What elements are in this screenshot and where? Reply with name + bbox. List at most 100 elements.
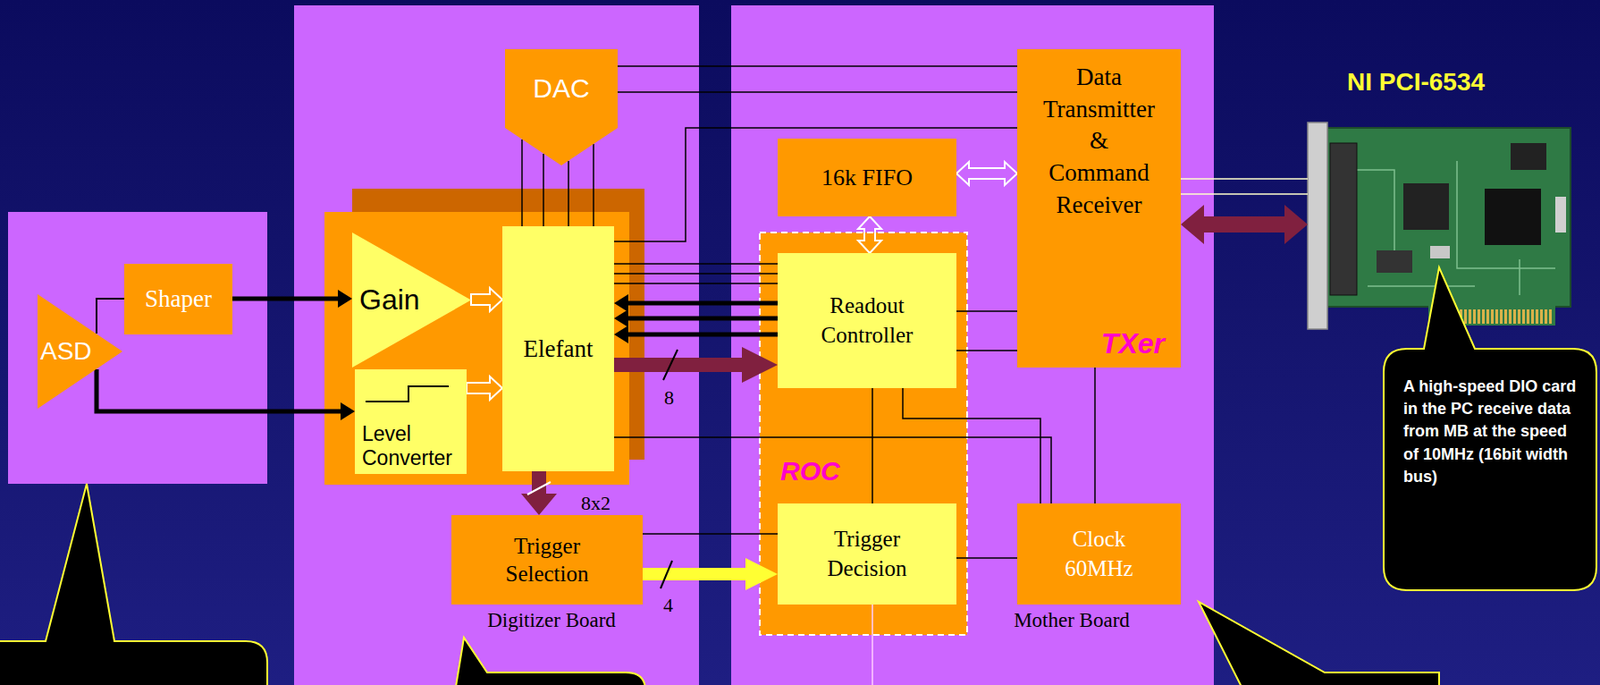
process-box: 16k FIFO [777,138,957,217]
connector [617,92,1018,93]
hollow-arrow [466,376,503,400]
node-label: Level Converter [362,421,462,470]
connector [614,283,778,285]
amplifier-triangle [37,294,123,409]
wire [617,65,1018,68]
bus-width-label: 4 [663,593,674,617]
process-box: Readout Controller [777,252,957,388]
gain-triangle [352,232,472,368]
card-connector [1330,143,1357,295]
callout-bubble: A high-speed DIO card in the PC receive … [1383,348,1597,590]
signal-arrow [96,369,342,412]
component [1555,196,1567,233]
wire [567,160,570,227]
connector [956,311,1018,312]
pcb [1327,127,1571,307]
wire [1094,367,1096,504]
hollow-arrow [858,216,882,253]
process-box: Level Converter [354,369,467,474]
group-region [759,232,968,635]
node-label: Shaper [144,285,212,313]
bus-width-label: 8x2 [581,491,611,515]
chip [1484,188,1542,245]
signal-arrow [627,316,778,321]
connector [96,369,355,421]
node-label: Trigger Selection [475,531,619,589]
board-panel [731,5,1214,685]
process-box: Data Transmitter & Command ReceiverTXer [1017,49,1181,368]
node-label: Digitizer Board [487,608,616,632]
connector [568,160,570,227]
wire [1180,177,1308,180]
process-box: Shaper [124,263,233,335]
wire [614,437,1052,504]
connector [956,350,1018,352]
wire [614,127,1018,242]
connector [617,66,1018,68]
group-region: ROCReadout ControllerTrigger Decision [759,232,968,635]
bus-width-label: 8 [664,386,674,410]
node-label: Readout Controller [795,291,939,350]
wire [871,387,874,504]
connector [956,557,1018,559]
bus-arrow [614,346,778,383]
process-box: Trigger Selection [451,514,643,605]
connector [858,216,882,253]
node-label: NI PCI-6534 [1347,67,1485,97]
connector [593,143,595,227]
node-label: ROC [780,455,841,487]
dac-pentagon [505,49,618,166]
board-panel: Digitizer BoardDACGainLevel ConverterEle… [294,5,699,685]
node-label: Data Transmitter & Command Receiver [1039,61,1160,221]
signal-arrow [627,301,778,306]
connector [956,161,1018,186]
wire [956,556,1018,559]
signal-arrow [627,332,778,337]
gain-triangle: Gain [352,232,472,368]
node-label: A high-speed DIO card in the PC receive … [1403,375,1583,489]
connector [1180,178,1308,180]
bus-slash [527,481,551,495]
connector [614,263,778,265]
connector [614,273,778,275]
board-panel [294,5,699,685]
bus-arrow [642,557,778,590]
node-label: Elefant [523,335,594,363]
chip [1510,143,1547,170]
connector [614,325,778,344]
connector [471,287,503,312]
connector [96,298,125,334]
arrowhead [614,309,629,328]
connector [614,127,1018,242]
pcb-trace [1340,160,1556,295]
connector [232,289,353,308]
process-box: Elefant [502,226,615,472]
connector [522,139,523,227]
bus-slash [663,349,678,380]
chip [1376,250,1413,273]
wire [617,91,1018,93]
node-label: Clock 60MHz [1050,524,1149,583]
connector [614,294,778,312]
wire [1180,193,1308,195]
hollow-arrow [956,161,1018,186]
connector [1180,204,1308,245]
callout-bubble [0,483,268,685]
connector [543,153,545,227]
connector [872,387,874,504]
connector [642,533,778,535]
component [1430,245,1450,259]
asd-panel [8,211,268,484]
wire [902,387,1041,504]
wire [956,349,1018,352]
connector [1180,193,1308,195]
board-panel: Mother Board 16k FIFO Data Transmitter & C… [731,5,1214,685]
bus-arrow [521,471,557,515]
node-label: Mother Board [1013,608,1130,632]
connector [614,309,778,328]
connector [614,437,1052,504]
process-box: Clock 60MHz [1017,503,1181,605]
signal-arrow [232,296,339,302]
node-sublabel: TXer [1101,327,1165,361]
